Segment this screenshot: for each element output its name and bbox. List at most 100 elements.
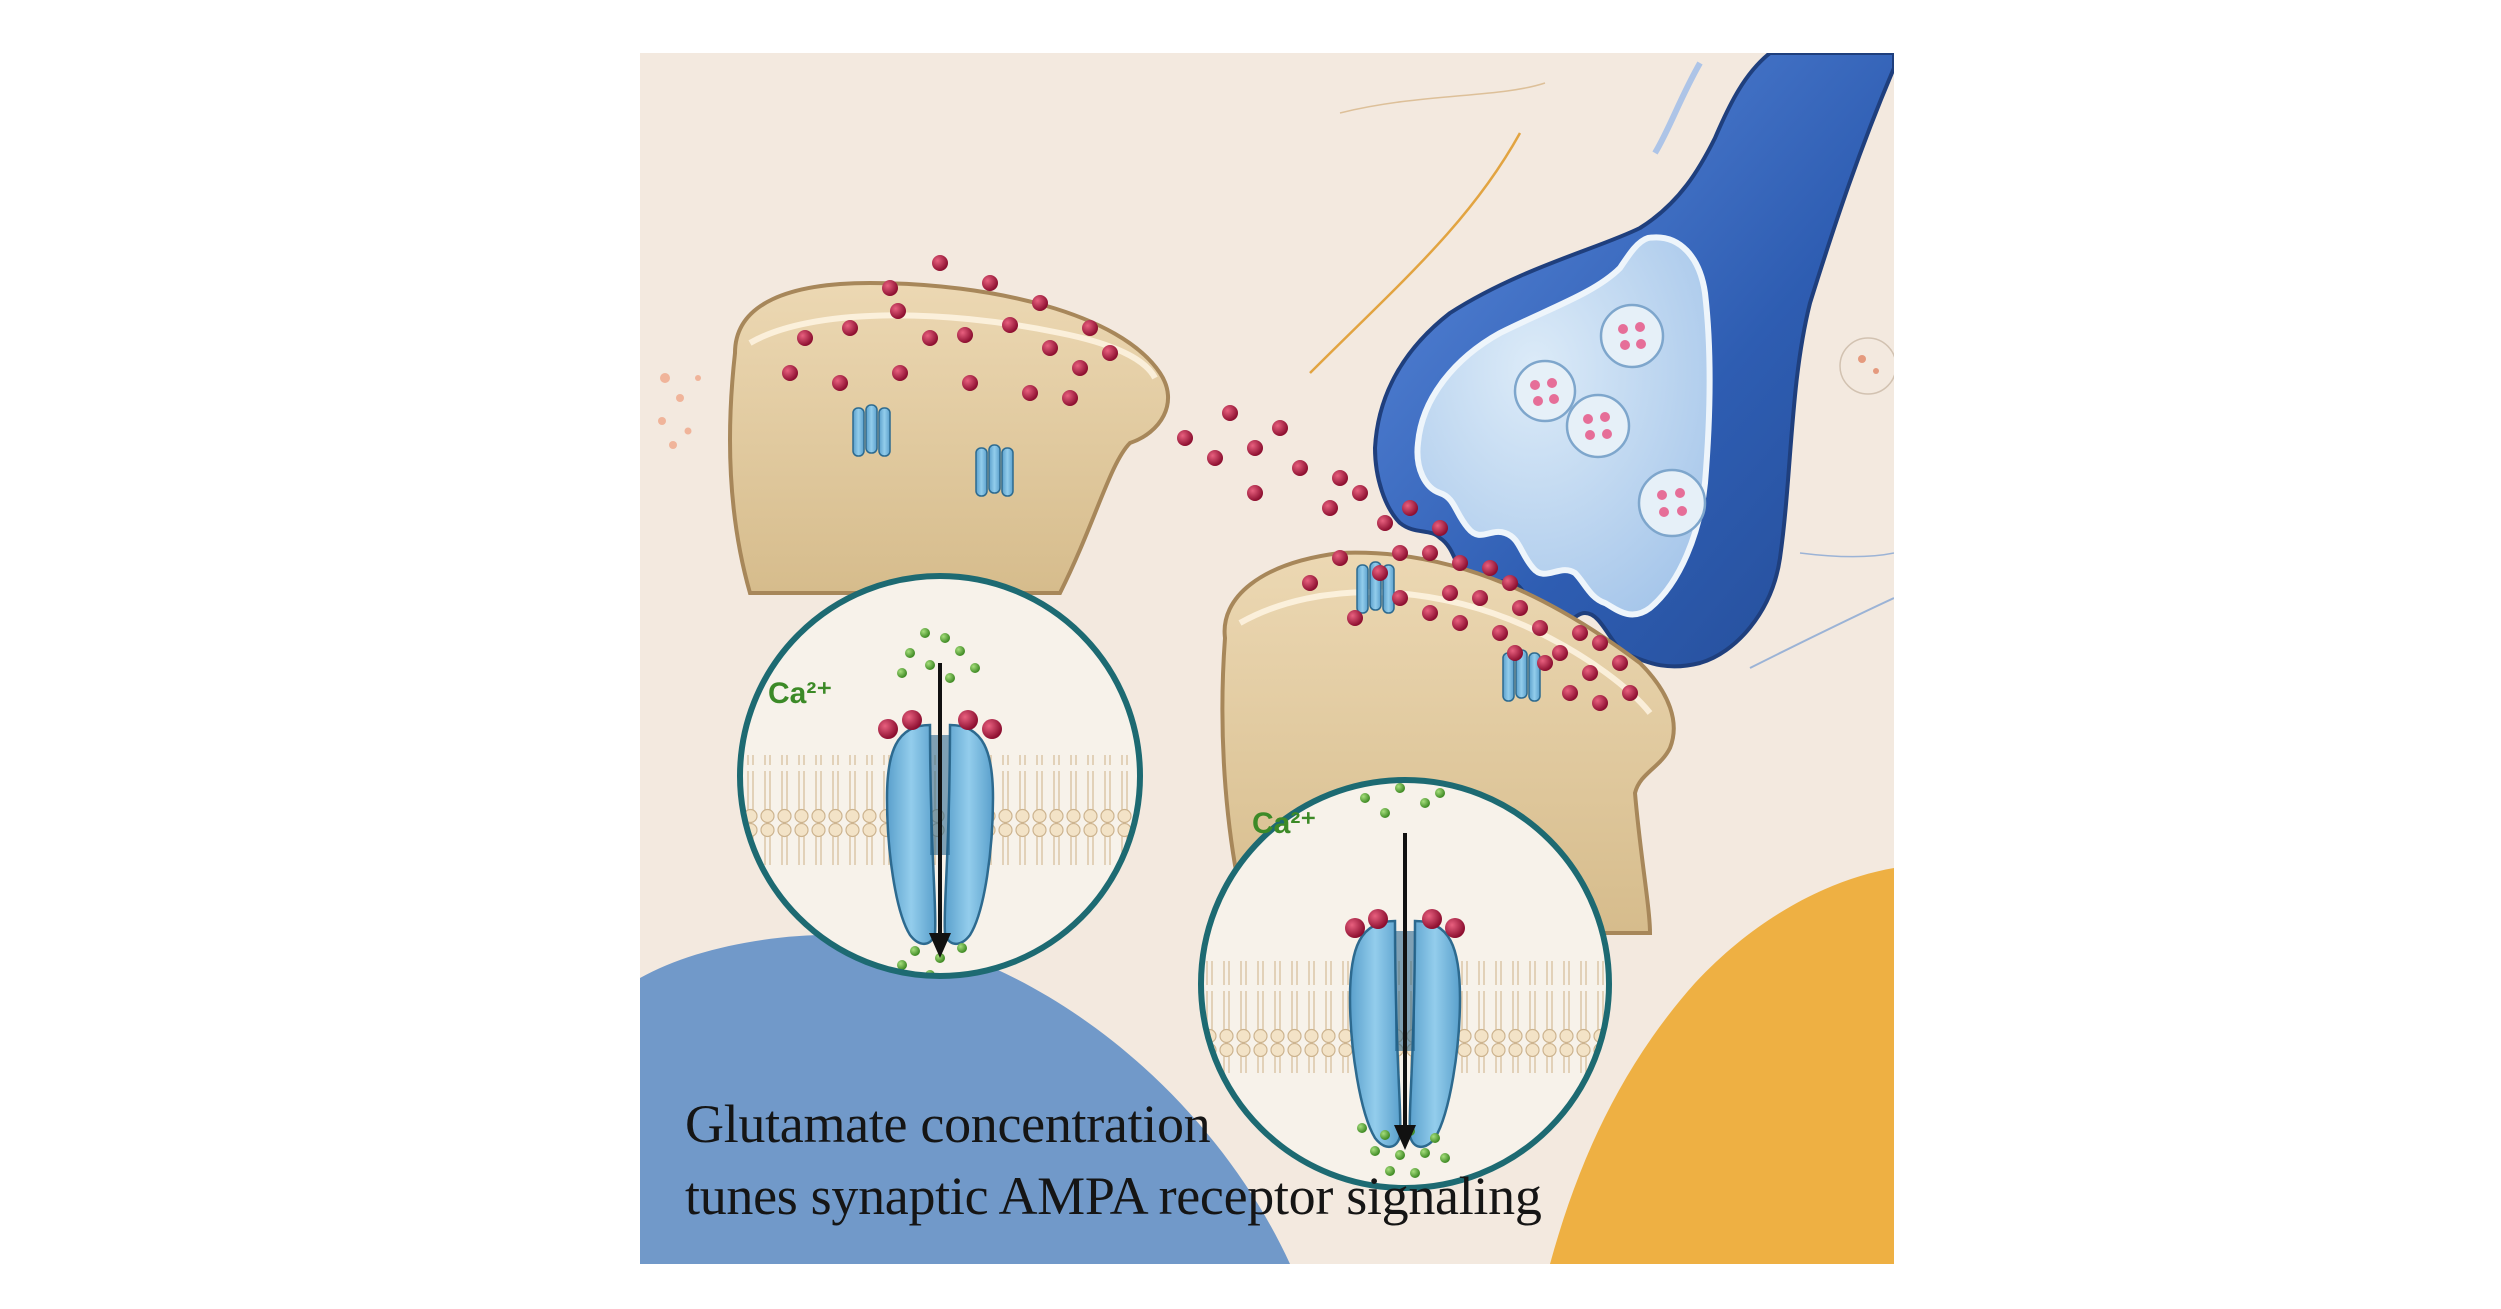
decorative-speck: [676, 394, 684, 402]
figure-caption-line-1: Glutamate concentration: [685, 1094, 1211, 1154]
glutamate-molecule: [1372, 565, 1388, 581]
glutamate-molecule: [1292, 460, 1308, 476]
calcium-ion: [1410, 1168, 1420, 1178]
glutamate-molecule: [1452, 615, 1468, 631]
glutamate-molecule: [1442, 585, 1458, 601]
glutamate-molecule: [1207, 450, 1223, 466]
glutamate-molecule: [932, 255, 948, 271]
calcium-ion: [897, 668, 907, 678]
ca-label-right: Ca²⁺: [1252, 807, 1316, 840]
decorative-curve: [1799, 552, 1894, 558]
calcium-ion: [1385, 1166, 1395, 1176]
calcium-ion: [1420, 798, 1430, 808]
glutamate-molecule: [1422, 605, 1438, 621]
glutamate-molecule: [1562, 685, 1578, 701]
calcium-ion: [1360, 793, 1370, 803]
glutamate-molecule: [1392, 545, 1408, 561]
glutamate-molecule: [1432, 520, 1448, 536]
decorative-curve: [1309, 132, 1522, 374]
glutamate-molecule: [797, 330, 813, 346]
glutamate-molecule: [832, 375, 848, 391]
glutamate-molecule: [1377, 515, 1393, 531]
glutamate-molecule: [982, 275, 998, 291]
glutamate-molecule: [892, 365, 908, 381]
glutamate-molecule: [1592, 695, 1608, 711]
glutamate-molecule: [1002, 317, 1018, 333]
glutamate-molecule: [962, 375, 978, 391]
calcium-ion: [1395, 1150, 1405, 1160]
ampa-receptor: [975, 444, 1014, 497]
calcium-ions: [1357, 783, 1450, 1178]
glutamate-molecule: [1552, 645, 1568, 661]
glutamate-molecule: [922, 330, 938, 346]
decorative-yellow-shape: [1550, 868, 1894, 1264]
glutamate-molecule: [1352, 485, 1368, 501]
glutamate-molecule: [1302, 575, 1318, 591]
calcium-ion: [1395, 783, 1405, 793]
decorative-speck: [684, 427, 692, 435]
glutamate-molecule: [1592, 635, 1608, 651]
calcium-ion: [1440, 1153, 1450, 1163]
glutamate-molecule: [1572, 625, 1588, 641]
inset-magnifier-left: [737, 573, 1143, 979]
glutamate-molecule: [1082, 320, 1098, 336]
glutamate-molecule: [1032, 295, 1048, 311]
glutamate-binding: [1345, 909, 1465, 938]
decorative-speck: [658, 417, 666, 425]
calcium-ion: [1380, 808, 1390, 818]
glutamate-molecule: [782, 365, 798, 381]
glutamate-molecule: [1102, 345, 1118, 361]
decorative-speck: [695, 375, 701, 381]
ion-flow-arrowhead: [929, 933, 951, 958]
glutamate-molecule: [1537, 655, 1553, 671]
calcium-ion: [940, 633, 950, 643]
figure-panel: Ca²⁺ Ca²⁺ Glutamate concentration tunes …: [640, 53, 1894, 1264]
decorative-speck: [669, 441, 677, 449]
calcium-ion: [957, 943, 967, 953]
glutamate-molecule: [1347, 610, 1363, 626]
glutamate-molecule: [1422, 545, 1438, 561]
glutamate-molecule: [1502, 575, 1518, 591]
glutamate-molecule: [1022, 385, 1038, 401]
glutamate-molecule: [1612, 655, 1628, 671]
decorative-blue-shape: [640, 934, 1290, 1264]
calcium-ion: [925, 660, 935, 670]
decorative-speck: [660, 373, 670, 383]
ca-label-left: Ca²⁺: [768, 677, 832, 710]
calcium-ion: [1435, 788, 1445, 798]
glutamate-molecule: [1582, 665, 1598, 681]
glutamate-molecule: [1532, 620, 1548, 636]
glutamate-molecule: [1042, 340, 1058, 356]
glutamate-molecule: [890, 303, 906, 319]
glutamate-molecule: [1247, 440, 1263, 456]
glutamate-binding: [878, 710, 1002, 739]
synaptic-vesicle: [1637, 468, 1707, 538]
glutamate-molecule: [1482, 560, 1498, 576]
decorative-bubble: [1839, 337, 1894, 395]
calcium-ion: [1370, 1146, 1380, 1156]
calcium-ion: [905, 648, 915, 658]
calcium-ion: [910, 946, 920, 956]
glutamate-molecule: [1062, 390, 1078, 406]
calcium-ion: [955, 646, 965, 656]
glutamate-molecule: [1332, 550, 1348, 566]
calcium-ion: [1357, 1123, 1367, 1133]
synaptic-vesicle: [1565, 393, 1631, 459]
glutamate-molecule: [1272, 420, 1288, 436]
glutamate-molecule: [957, 327, 973, 343]
decorative-curve: [1749, 597, 1894, 669]
calcium-ion: [1420, 1148, 1430, 1158]
decorative-speck: [1858, 355, 1866, 363]
decorative-speck: [1873, 368, 1879, 374]
decorative-curve: [1339, 82, 1546, 114]
calcium-ions: [897, 628, 980, 976]
glutamate-molecules: [782, 255, 1638, 711]
glutamate-molecule: [1512, 600, 1528, 616]
ion-flow-arrowhead: [1394, 1125, 1416, 1150]
inset-magnifier-right: [1198, 777, 1612, 1191]
ampa-receptor-channel: [885, 723, 995, 945]
glutamate-molecule: [882, 280, 898, 296]
calcium-ion: [920, 628, 930, 638]
glutamate-molecule: [1472, 590, 1488, 606]
synapse-illustration: Ca²⁺ Ca²⁺: [640, 53, 1894, 1264]
